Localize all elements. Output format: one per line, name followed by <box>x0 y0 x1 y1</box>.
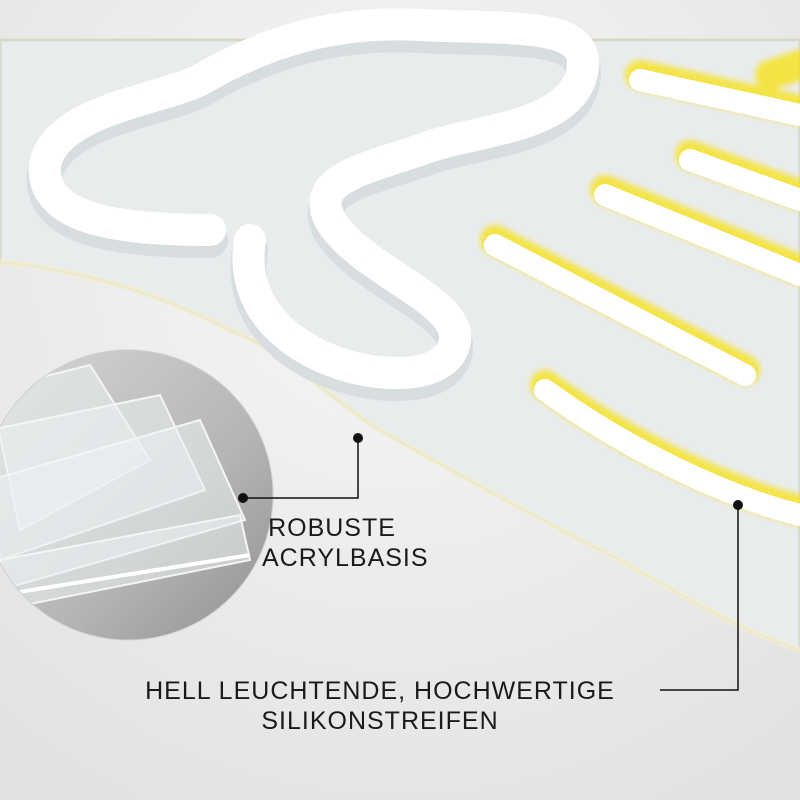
acrylic-callout-label: ROBUSTE ACRYLBASIS <box>262 513 429 573</box>
silicone-label-line1: HELL LEUCHTENDE, HOCHWERTIGE <box>145 677 615 705</box>
callout-silicone-line <box>660 505 739 691</box>
acrylic-label-line1: ROBUSTE <box>268 514 396 542</box>
white-neon-tube <box>26 8 601 402</box>
callout-acrylic-dot <box>353 433 363 443</box>
yellow-neon-tube <box>480 50 800 526</box>
callout-acrylic-line <box>243 438 359 499</box>
callout-silicone-dot <box>733 500 743 510</box>
acrylic-closeup-inset <box>0 350 273 640</box>
acrylic-label-line2: ACRYLBASIS <box>262 544 429 572</box>
callout-inset-dot <box>238 493 248 503</box>
silicone-label-line2: SILIKONSTREIFEN <box>261 707 499 735</box>
silicone-callout-label: HELL LEUCHTENDE, HOCHWERTIGE SILIKONSTRE… <box>90 676 670 736</box>
